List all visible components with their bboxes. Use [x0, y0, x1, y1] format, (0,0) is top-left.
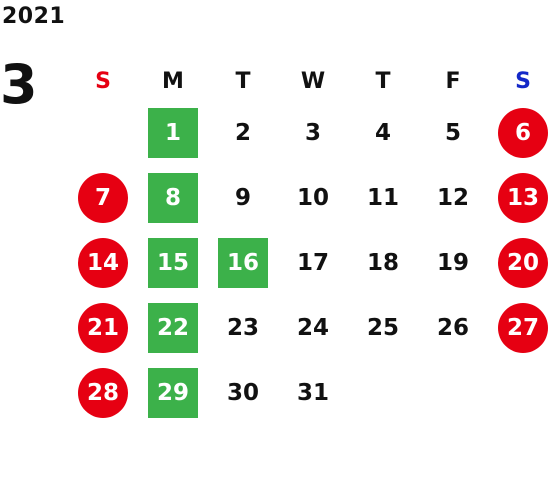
- day-cell[interactable]: 13: [488, 165, 548, 230]
- day-number: 23: [226, 314, 259, 341]
- day-number: 25: [366, 314, 399, 341]
- day-cell[interactable]: 1: [138, 100, 208, 165]
- day-cell[interactable]: 4: [348, 100, 418, 165]
- day-number: 26: [436, 314, 469, 341]
- highlight-square-day: 8: [148, 172, 198, 223]
- day-cell[interactable]: 14: [68, 230, 138, 295]
- weekday-header: M: [162, 68, 184, 94]
- day-number: 17: [296, 249, 329, 276]
- day-cell[interactable]: 16: [208, 230, 278, 295]
- highlight-square-day: 15: [148, 237, 198, 288]
- day-cell[interactable]: 6: [488, 100, 548, 165]
- day-cell[interactable]: 11: [348, 165, 418, 230]
- day-cell[interactable]: 24: [278, 295, 348, 360]
- day-number: 9: [234, 184, 251, 211]
- day-cell[interactable]: 8: [138, 165, 208, 230]
- day-number: 10: [296, 184, 329, 211]
- highlight-square-day: 16: [218, 237, 268, 288]
- day-cell: [348, 360, 418, 425]
- day-cell: [68, 100, 138, 165]
- holiday-circle-day: 7: [78, 172, 128, 223]
- month-number: 3: [0, 53, 38, 116]
- day-cell[interactable]: 19: [418, 230, 488, 295]
- day-cell[interactable]: 5: [418, 100, 488, 165]
- weekday-header: S: [95, 68, 111, 94]
- day-number: 2: [234, 119, 251, 146]
- day-cell[interactable]: 23: [208, 295, 278, 360]
- day-number: 4: [374, 119, 391, 146]
- day-cell[interactable]: 9: [208, 165, 278, 230]
- day-cell[interactable]: 7: [68, 165, 138, 230]
- day-cell[interactable]: 27: [488, 295, 548, 360]
- day-cell[interactable]: 30: [208, 360, 278, 425]
- day-number: 5: [444, 119, 461, 146]
- day-cell[interactable]: 15: [138, 230, 208, 295]
- day-cell[interactable]: 2: [208, 100, 278, 165]
- day-cell[interactable]: 28: [68, 360, 138, 425]
- weekday-header: T: [375, 68, 391, 94]
- day-number: 24: [296, 314, 329, 341]
- day-cell[interactable]: 10: [278, 165, 348, 230]
- day-cell[interactable]: 26: [418, 295, 488, 360]
- weekday-header: T: [235, 68, 251, 94]
- holiday-circle-day: 13: [498, 172, 548, 223]
- day-cell[interactable]: 22: [138, 295, 208, 360]
- day-cell[interactable]: 29: [138, 360, 208, 425]
- holiday-circle-day: 6: [498, 107, 548, 158]
- holiday-circle-day: 14: [78, 237, 128, 288]
- highlight-square-day: 1: [148, 107, 198, 158]
- year-label: 2021: [2, 4, 66, 29]
- day-cell[interactable]: 21: [68, 295, 138, 360]
- holiday-circle-day: 21: [78, 302, 128, 353]
- weekday-header: F: [445, 68, 461, 94]
- day-number: 30: [226, 379, 259, 406]
- weekday-header: S: [515, 68, 531, 94]
- highlight-square-day: 22: [148, 302, 198, 353]
- day-number: 3: [304, 119, 321, 146]
- day-cell[interactable]: 18: [348, 230, 418, 295]
- day-number: 12: [436, 184, 469, 211]
- holiday-circle-day: 27: [498, 302, 548, 353]
- day-number: 11: [366, 184, 399, 211]
- day-number: 31: [296, 379, 329, 406]
- day-cell: [418, 360, 488, 425]
- day-cell[interactable]: 25: [348, 295, 418, 360]
- day-cell: [488, 360, 548, 425]
- day-cell[interactable]: 17: [278, 230, 348, 295]
- day-number: 19: [436, 249, 469, 276]
- day-number: 18: [366, 249, 399, 276]
- day-cell[interactable]: 12: [418, 165, 488, 230]
- highlight-square-day: 29: [148, 367, 198, 418]
- weekday-header: W: [300, 68, 326, 94]
- holiday-circle-day: 28: [78, 367, 128, 418]
- day-cell[interactable]: 31: [278, 360, 348, 425]
- holiday-circle-day: 20: [498, 237, 548, 288]
- day-cell[interactable]: 20: [488, 230, 548, 295]
- day-cell[interactable]: 3: [278, 100, 348, 165]
